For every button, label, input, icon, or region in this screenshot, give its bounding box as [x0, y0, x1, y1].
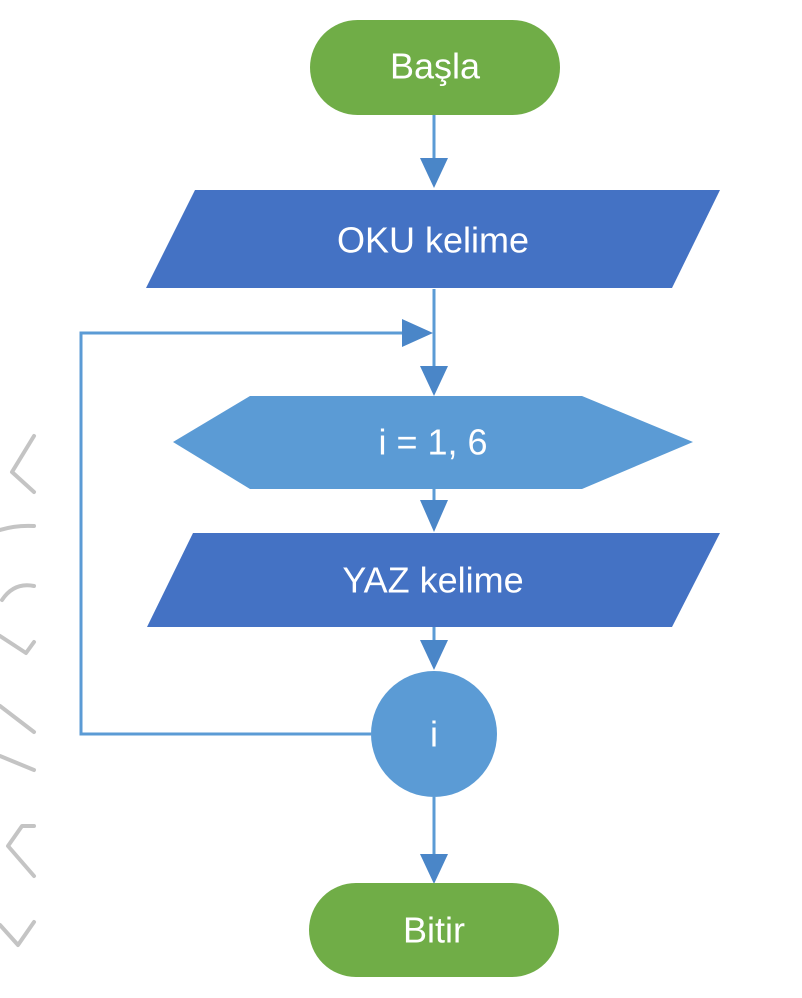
decorative-marks — [0, 434, 36, 947]
node-loop-end[interactable]: i — [371, 671, 497, 797]
arrowhead-down-icon — [420, 500, 448, 532]
node-write[interactable]: YAZ kelime — [147, 533, 720, 627]
node-label: YAZ kelime — [342, 560, 523, 601]
node-end[interactable]: Bitir — [309, 883, 559, 977]
arrowhead-down-icon — [420, 640, 448, 670]
parallelogram-shape — [147, 533, 720, 627]
node-read[interactable]: OKU kelime — [146, 190, 720, 288]
arrowhead-right-icon — [402, 319, 433, 347]
arrowhead-down-icon — [420, 854, 448, 884]
node-label: i — [430, 714, 438, 755]
node-start[interactable]: Başla — [310, 20, 560, 115]
arrowhead-down-icon — [420, 366, 448, 396]
deco-mark-8 — [0, 920, 36, 947]
node-label: Başla — [390, 46, 481, 87]
terminator-shape — [309, 883, 559, 977]
deco-mark-2 — [0, 523, 36, 532]
deco-mark-7 — [6, 824, 36, 878]
deco-mark-1 — [10, 434, 36, 494]
parallelogram-shape — [146, 190, 720, 288]
deco-mark-3 — [0, 583, 36, 602]
node-loop[interactable]: i = 1, 6 — [173, 396, 693, 489]
deco-mark-6 — [0, 754, 36, 772]
arrowhead-down-icon — [420, 158, 448, 188]
hexagon-shape — [173, 396, 693, 489]
edges — [79, 115, 448, 884]
node-label: Bitir — [403, 910, 465, 951]
terminator-shape — [310, 20, 560, 115]
deco-mark-5 — [0, 704, 36, 734]
node-label: i = 1, 6 — [378, 422, 487, 463]
connector-shape — [371, 671, 497, 797]
node-label: OKU kelime — [337, 220, 529, 261]
deco-mark-4 — [0, 634, 36, 655]
edge-loop-back — [79, 331, 406, 736]
